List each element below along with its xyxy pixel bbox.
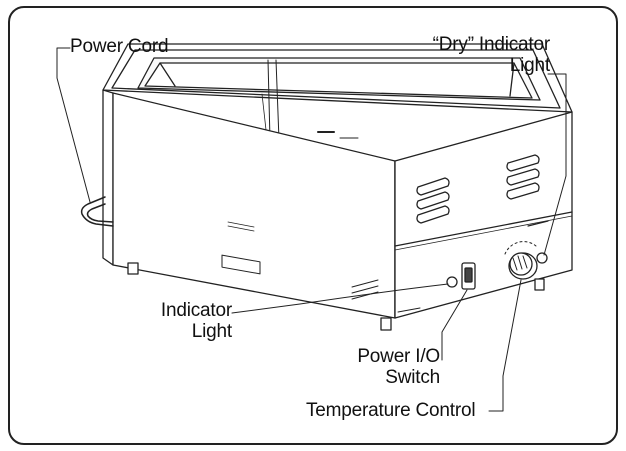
power-switch [461, 262, 476, 290]
power-cord-label: Power Cord [70, 36, 169, 57]
temperature-control-text: Temperature Control [306, 400, 476, 421]
indicator-light-line-2: Light [191, 321, 232, 342]
dry-indicator-line-2: Light [509, 55, 550, 76]
right-side-panel [351, 111, 573, 319]
dry-indicator-line-1: “Dry” Indicator [432, 34, 551, 55]
indicator-light-line-1: Indicator [160, 300, 232, 321]
temperature-knob [504, 241, 538, 280]
top-rim [102, 43, 573, 149]
indicator-light-label: Indicator Light [120, 300, 232, 342]
feet [127, 262, 545, 331]
power-switch-label: Power I/O Switch [300, 346, 440, 388]
power-cord [80, 196, 114, 227]
temperature-control-label: Temperature Control [306, 400, 476, 421]
dry-indicator-light-label: “Dry” Indicator Light [400, 34, 551, 76]
power-cord-text: Power Cord [70, 36, 169, 57]
leader-lines [56, 47, 567, 412]
front-panel [112, 92, 396, 319]
dry-indicator-light [536, 252, 548, 264]
power-switch-line-2: Switch [385, 367, 440, 388]
left-side-panel [102, 89, 114, 266]
indicator-light [446, 276, 458, 288]
power-switch-line-1: Power I/O [357, 346, 440, 367]
